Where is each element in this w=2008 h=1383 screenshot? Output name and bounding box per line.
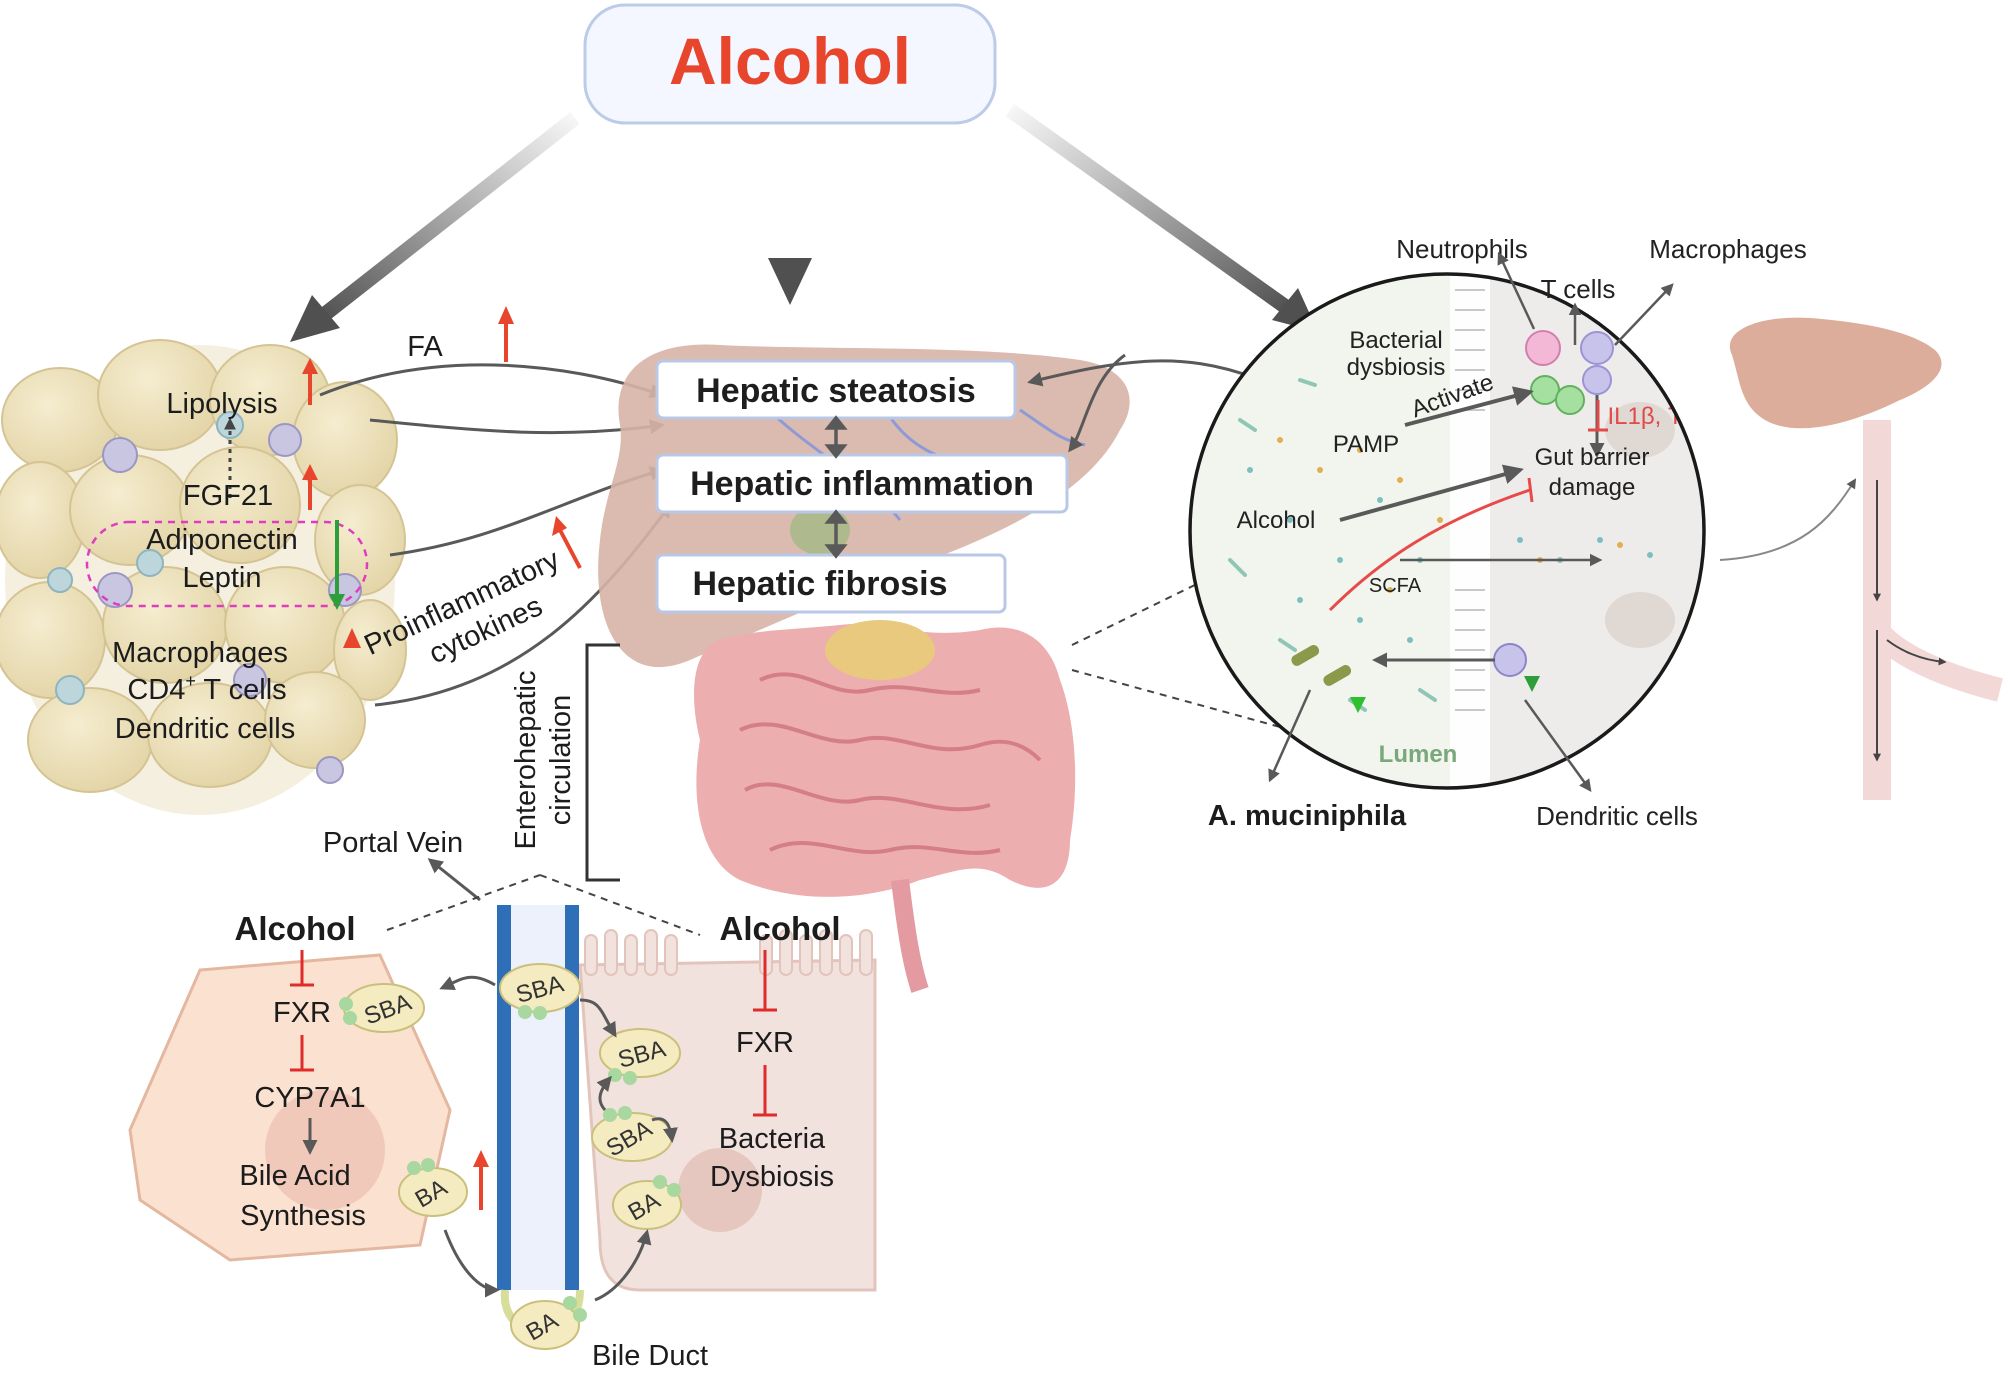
fa-label: FA: [407, 331, 443, 363]
macrophages-zoom-label: Macrophages: [1649, 234, 1807, 264]
adiponectin-label: Adiponectin: [146, 524, 298, 556]
il-cytokines-label: IL1β, TNFα: [1607, 403, 1728, 430]
gut-alcohol-label: Alcohol: [1237, 507, 1316, 534]
scfa-label: SCFA: [1369, 575, 1422, 597]
portal-vein-label: Portal Vein: [323, 827, 463, 859]
leptin-label: Leptin: [182, 562, 261, 594]
steatosis-box: Hepatic steatosis: [655, 359, 1017, 420]
sba-enterocyte-mid: SBA: [591, 1106, 673, 1162]
dendritic-cells-label: Dendritic cells: [115, 713, 296, 745]
sba-portal: SBA: [499, 963, 581, 1020]
arrow-head-middle: [768, 258, 812, 305]
zoom-line-bottom: [1071, 669, 1281, 728]
dendritic-down-arrow: [1524, 676, 1540, 692]
inflammation-label: Hepatic inflammation: [690, 465, 1034, 503]
dysbiosis-label-line2: dysbiosis: [1347, 354, 1446, 381]
lipolysis-up-arrow: [302, 358, 318, 374]
neutrophils-label: Neutrophils: [1396, 234, 1528, 264]
fa-up-arrow: [498, 306, 514, 324]
gut-to-liver-arrows: [1027, 353, 1256, 453]
ba-bile-duct: BA: [500, 1289, 587, 1350]
scfa-inhibit-bar: [1527, 477, 1534, 503]
fibrosis-label: Hepatic fibrosis: [692, 565, 947, 603]
bile-acid-synthesis-line2: Synthesis: [240, 1200, 366, 1232]
akk-down-arrow: [1350, 697, 1366, 713]
dysbiosis-label-line1: Bacterial: [1349, 327, 1442, 354]
cyp7a1-label: CYP7A1: [254, 1082, 365, 1114]
leptin-down-arrow: [329, 594, 345, 610]
immune-cells-up-arrow: [343, 628, 361, 648]
zoom-line-bottom-left: [386, 874, 541, 931]
ba-enterocyte: BA: [612, 1175, 682, 1230]
sba-hepatocyte: SBA: [339, 983, 425, 1033]
gut-barrier-label-line1: Gut barrier: [1535, 444, 1650, 471]
hepatocyte-fxr-label: FXR: [273, 997, 331, 1029]
fibrosis-box: Hepatic fibrosis: [655, 553, 1007, 614]
macrophages-label: Macrophages: [112, 637, 288, 669]
enterohepatic-label-line2: circulation: [545, 695, 577, 826]
outcome-bidirectional-arrows: [824, 415, 848, 559]
t-cells-label: T cells: [1541, 274, 1616, 304]
enterocyte-alcohol-label: Alcohol: [720, 910, 841, 947]
akk-label: A. muciniphila: [1208, 800, 1407, 832]
zoom-line-bottom-right: [539, 874, 701, 936]
steatosis-label: Hepatic steatosis: [696, 372, 976, 410]
dysbiosis-bottom-label: Dysbiosis: [710, 1161, 834, 1193]
fgf21-up-arrow: [302, 464, 318, 480]
fgf21-label: FGF21: [183, 480, 273, 512]
cytokines-up-arrow: [552, 516, 567, 536]
bile-duct-label: Bile Duct: [592, 1340, 708, 1372]
systemic-circulation: [1719, 317, 2003, 800]
alcohol-title-box: Alcohol: [583, 3, 997, 125]
ba-up-arrow: [473, 1150, 489, 1167]
bile-acid-synthesis-line1: Bile Acid: [239, 1160, 350, 1192]
cd4-t-cells-label: CD4+ T cells: [127, 671, 286, 706]
bacteria-label-line1: Bacteria: [719, 1123, 826, 1155]
arrow-head-left: [290, 295, 340, 342]
ba-hepatocyte: BA: [398, 1158, 468, 1217]
lipolysis-label: Lipolysis: [166, 388, 277, 420]
zoom-line-top: [1071, 579, 1206, 646]
alcohol-title: Alcohol: [669, 24, 911, 98]
pamp-label: PAMP: [1333, 431, 1399, 458]
alcohol-effect-arrows: [290, 103, 1318, 342]
enterocyte-fxr-label: FXR: [736, 1027, 794, 1059]
lumen-label: Lumen: [1379, 741, 1458, 768]
sba-enterocyte-top: SBA: [599, 1028, 681, 1085]
gut-zoom-circle: Bacterial dysbiosis Activate PAMP IL1β, …: [1188, 272, 1728, 790]
dendritic-zoom-label: Dendritic cells: [1536, 801, 1698, 831]
bile-circulation-arrows: [439, 975, 678, 1302]
intestine-illustration: [694, 620, 1076, 993]
gut-barrier-label-line2: damage: [1549, 474, 1636, 501]
hepatocyte-alcohol-label: Alcohol: [235, 910, 356, 947]
adipose-tissue: Lipolysis FGF21 Adiponectin Leptin Macro…: [0, 339, 407, 815]
inflammation-box: Hepatic inflammation: [655, 453, 1069, 514]
bile-acid-blobs: SBA SBA SBA SBA BA BA: [339, 963, 682, 1350]
enterohepatic-bracket: Enterohepatic circulation: [510, 643, 620, 882]
immune-labels: Neutrophils T cells Macrophages A. mucin…: [1208, 234, 1807, 832]
enterohepatic-label-line1: Enterohepatic: [510, 671, 542, 850]
